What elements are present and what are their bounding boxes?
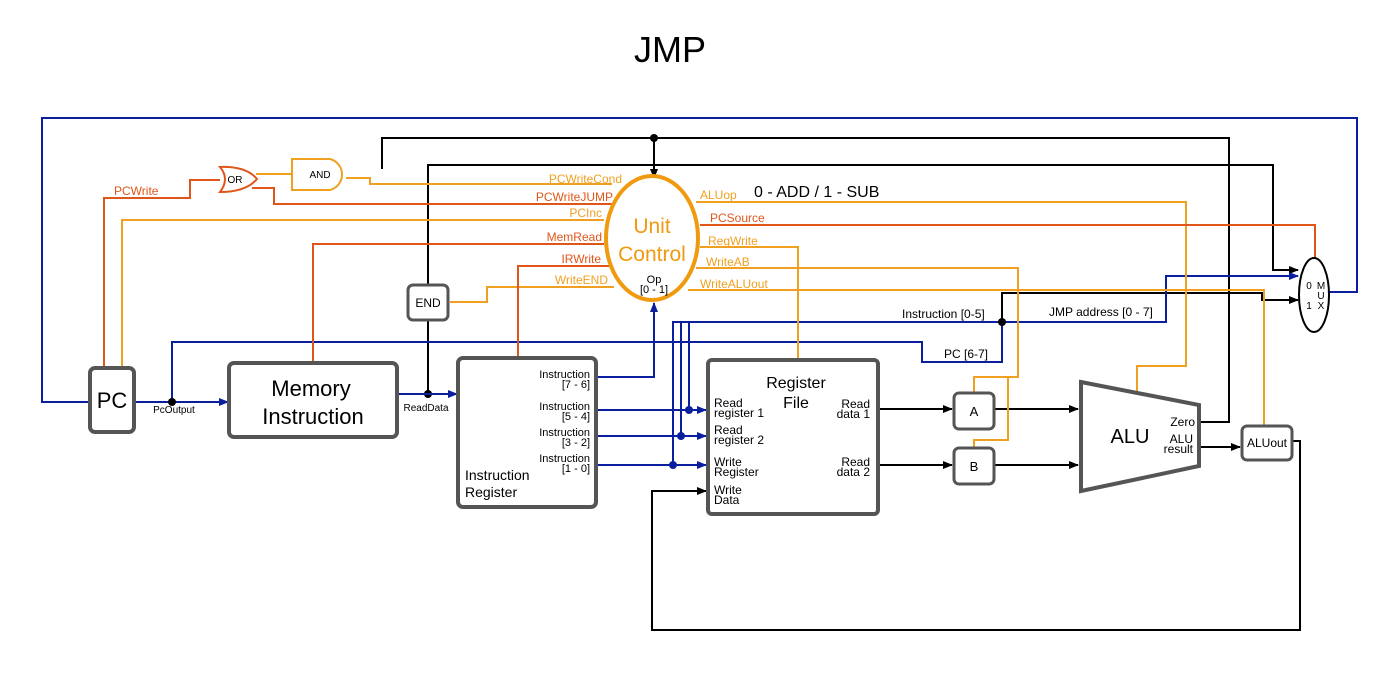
mux-label-m: M xyxy=(1317,281,1325,292)
memory-label-2: Instruction xyxy=(262,404,364,429)
ir-port-10-a: Instruction xyxy=(539,453,590,465)
register-b-label: B xyxy=(970,459,979,474)
aluout-label: ALUout xyxy=(1247,436,1288,450)
junction-dot xyxy=(685,406,693,414)
read-register-2-b: register 2 xyxy=(714,433,764,447)
mux-input-1: 1 xyxy=(1306,301,1312,312)
instruction-register-block: Instruction Register Instruction [7 - 6]… xyxy=(456,356,598,509)
read-register-1-b: register 1 xyxy=(714,406,764,420)
memory-label-1: Memory xyxy=(271,376,350,401)
unit-control: Unit Control Op [0 - 1] xyxy=(604,174,700,302)
blue-wires xyxy=(41,117,1358,469)
read-data-2-a: Read xyxy=(841,455,870,469)
jmp-address-label: JMP address [0 - 7] xyxy=(1049,305,1153,319)
pc-write-label: PCWrite xyxy=(114,184,159,198)
write-data-b: Data xyxy=(714,493,740,507)
register-b: B xyxy=(952,446,996,486)
pc-write-jump-label: PCWriteJUMP xyxy=(536,190,613,204)
mem-read-label: MemRead xyxy=(547,230,602,244)
register-a: A xyxy=(952,391,996,431)
end-register: END xyxy=(406,283,450,322)
or-gate-label: OR xyxy=(228,175,243,186)
and-gate-label: AND xyxy=(309,170,330,181)
alu-op-label: ALUop xyxy=(700,188,737,202)
instruction-05-label: Instruction [0-5] xyxy=(902,307,985,321)
junction-dot xyxy=(677,432,685,440)
write-ab-label: WriteAB xyxy=(706,255,750,269)
alu-block: ALU Zero ALU result xyxy=(1079,379,1201,494)
end-label: END xyxy=(415,296,441,310)
instruction-register-label-2: Register xyxy=(465,484,517,500)
junction-dot xyxy=(168,398,176,406)
register-a-label: A xyxy=(970,404,979,419)
write-register-a: Write xyxy=(714,455,742,469)
orange-wires xyxy=(121,173,1265,448)
alu-result-port-b: result xyxy=(1164,442,1194,456)
memory-instruction-block: Memory Instruction xyxy=(227,361,399,439)
op-port-b: [0 - 1] xyxy=(640,284,668,296)
and-gate: AND xyxy=(291,158,343,191)
mux-label-u: U xyxy=(1317,291,1324,302)
read-data-1-a: Read xyxy=(841,397,870,411)
ir-port-76-b: [7 - 6] xyxy=(562,379,590,391)
write-aluout-label: WriteALUout xyxy=(700,277,768,291)
or-gate: OR xyxy=(217,165,259,194)
junction-dot xyxy=(998,318,1006,326)
register-file-label-2: File xyxy=(783,395,809,412)
page-title: JMP xyxy=(634,29,706,70)
write-register-b: Register xyxy=(714,465,759,479)
pc-write-cond-label: PCWriteCond xyxy=(549,172,622,186)
read-register-1-a: Read xyxy=(714,396,743,410)
op-port-a: Op xyxy=(647,274,662,286)
write-end-label: WriteEND xyxy=(555,273,608,287)
pc-label: PC xyxy=(97,388,128,413)
read-data-2-b: data 2 xyxy=(837,465,871,479)
ir-port-76-a: Instruction xyxy=(539,369,590,381)
alu-op-description: 0 - ADD / 1 - SUB xyxy=(754,184,879,201)
write-data-a: Write xyxy=(714,483,742,497)
mux: 0 M U 1 X xyxy=(1298,257,1330,333)
ir-port-54-b: [5 - 4] xyxy=(562,411,590,423)
pc-inc-label: PCInc xyxy=(569,206,602,220)
alu-zero-port: Zero xyxy=(1170,415,1195,429)
instruction-register-label-1: Instruction xyxy=(465,467,530,483)
unit-control-label-1: Unit xyxy=(633,215,671,238)
unit-control-label-2: Control xyxy=(618,243,686,266)
mux-input-0: 0 xyxy=(1306,281,1312,292)
junction-dot xyxy=(650,134,658,142)
pc-output-label: PcOutput xyxy=(153,405,195,416)
alu-result-port-a: ALU xyxy=(1170,432,1193,446)
ir-port-32-a: Instruction xyxy=(539,427,590,439)
read-data-label: ReadData xyxy=(403,403,448,414)
ir-port-54-a: Instruction xyxy=(539,401,590,413)
junction-dot xyxy=(669,461,677,469)
register-file-block: Register File Read register 1 Read regis… xyxy=(706,358,880,516)
red-orange-wires xyxy=(103,179,1316,368)
alu-label: ALU xyxy=(1111,426,1150,448)
ir-port-32-b: [3 - 2] xyxy=(562,437,590,449)
ir-write-label: IRWrite xyxy=(561,252,601,266)
aluout-register: ALUout xyxy=(1240,424,1294,462)
mux-label-x: X xyxy=(1318,301,1325,312)
pc-register: PC xyxy=(88,366,136,434)
pc-67-label: PC [6-7] xyxy=(944,347,988,361)
read-register-2-a: Read xyxy=(714,423,743,437)
reg-write-label: RegWrite xyxy=(708,234,758,248)
pc-source-label: PCSource xyxy=(710,211,765,225)
read-data-1-b: data 1 xyxy=(837,407,871,421)
ir-port-10-b: [1 - 0] xyxy=(562,463,590,475)
register-file-label-1: Register xyxy=(766,375,826,392)
